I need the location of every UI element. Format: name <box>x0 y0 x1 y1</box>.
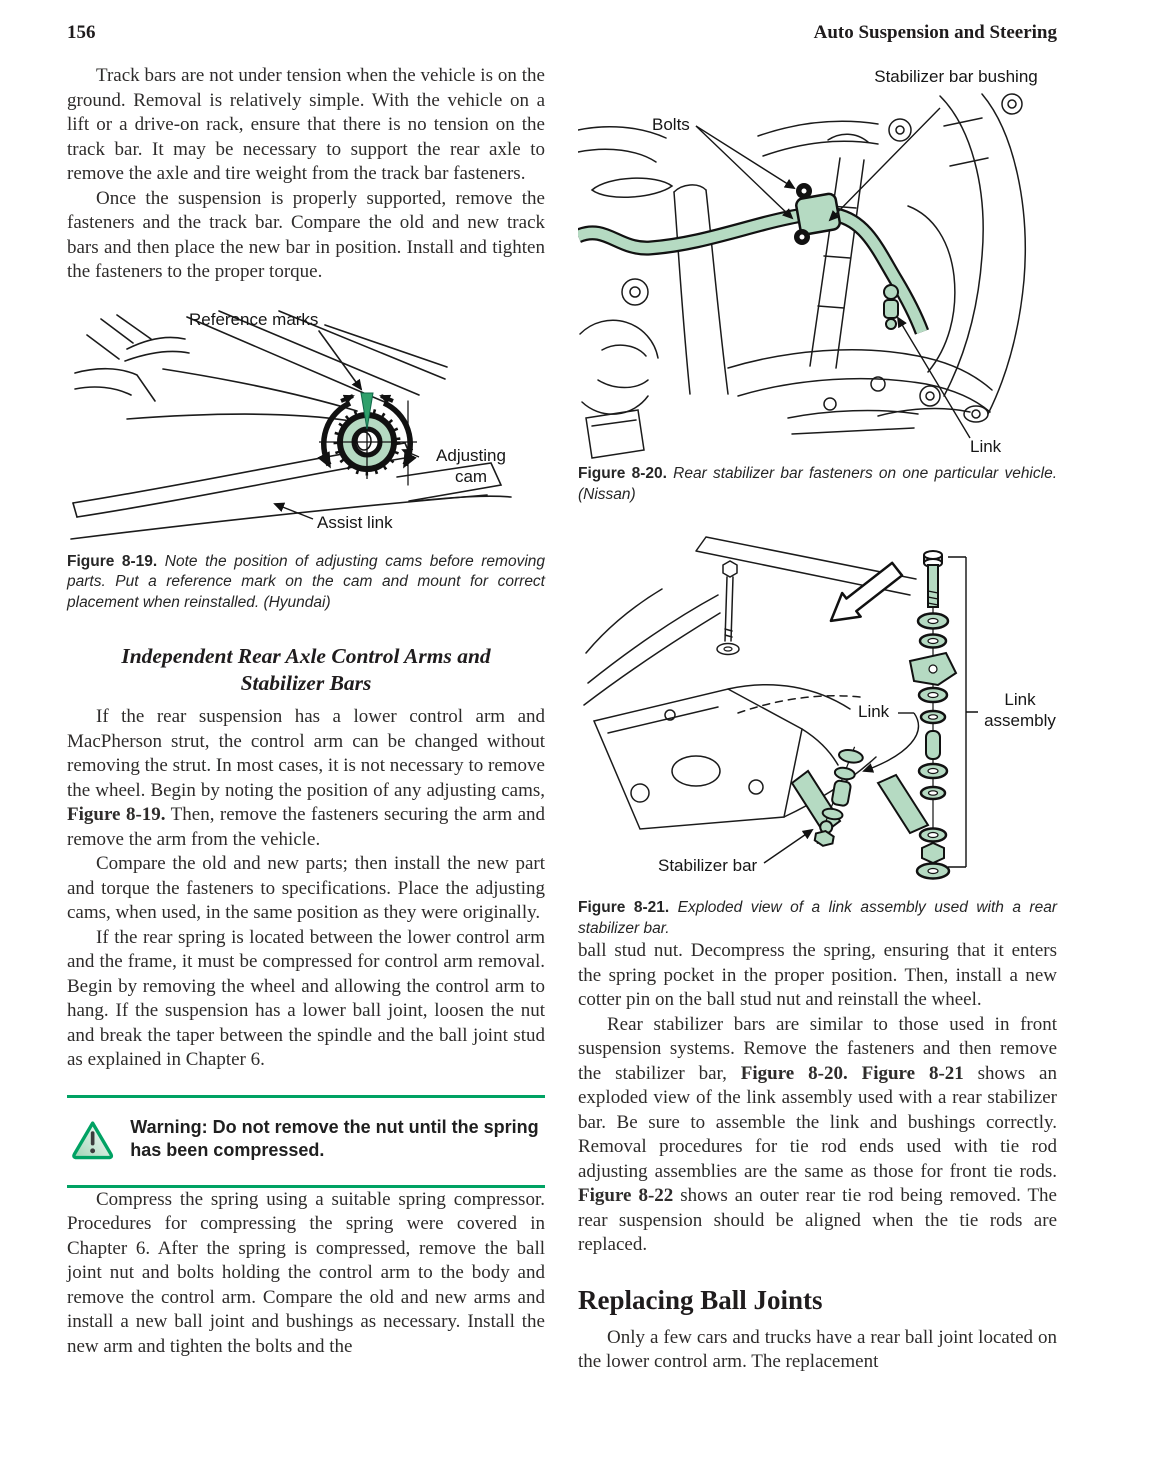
link-assembly-exploded-drawing <box>583 536 978 880</box>
label-bolts: Bolts <box>652 115 690 134</box>
text-segment: If the rear suspension has a lower contr… <box>67 706 545 801</box>
label-assist-link: Assist link <box>317 512 393 532</box>
text-segment: shows an exploded view of the link assem… <box>578 1062 1057 1182</box>
rear-stabilizer-bar-drawing <box>578 93 1026 459</box>
paragraph-track-bars-1: Track bars are not under tension when th… <box>67 65 545 184</box>
figure-8-21-illustration: Link Link assembly Stabilizer bar <box>578 533 1057 893</box>
figure-8-19-caption-number: Figure 8-19. <box>67 552 158 570</box>
figure-8-21-caption-number: Figure 8-21. <box>578 899 670 916</box>
figure-8-19-illustration: Reference marks Adjusting cam Assist lin… <box>67 307 545 547</box>
page-header: 156 Auto Suspension and Steering <box>67 22 1057 44</box>
figure-8-20-caption-text: Rear stabilizer bar fasteners on one par… <box>578 465 1057 503</box>
figure-8-20-8-21-reference: Figure 8-20. Figure 8-21 <box>740 1062 964 1084</box>
section-heading-replacing-ball-joints: Replacing Ball Joints <box>578 1284 823 1315</box>
figure-8-21-caption-text: Exploded view of a link assembly used wi… <box>578 899 1057 937</box>
text-segment: Rear stabilizer bars are similar to thos… <box>578 1013 1057 1084</box>
warning-box: Warning: Do not remove the nut until the… <box>67 1094 545 1188</box>
figure-8-19-caption: Figure 8-19. Note the position of adjust… <box>67 552 545 614</box>
section-heading-independent-rear-axle: Independent Rear Axle Control Arms and S… <box>121 644 491 695</box>
left-column: Track bars are not under tension when th… <box>67 64 545 1375</box>
figure-8-19-reference: Figure 8-19. <box>67 804 166 825</box>
text-segment: Then, remove the fasteners securing the … <box>67 804 545 850</box>
paragraph-track-bars-2: Once the suspension is properly supporte… <box>67 187 545 283</box>
warning-text: Warning: Do not remove the nut until the… <box>130 1116 539 1161</box>
page-number: 156 <box>67 22 96 43</box>
figure-8-21-caption: Figure 8-21. Exploded view of a link ass… <box>578 898 1057 939</box>
label-link-fig21: Link <box>858 702 890 721</box>
paragraph-ball-stud-nut: ball stud nut. Decompress the spring, en… <box>578 940 1057 1010</box>
label-stabilizer-bar: Stabilizer bar <box>658 856 758 875</box>
warning-triangle-icon <box>72 1120 114 1159</box>
paragraph-rear-ball-joint: Only a few cars and trucks have a rear b… <box>578 1326 1057 1373</box>
paragraph-compare-parts: Compare the old and new parts; then inst… <box>67 853 545 923</box>
adjusting-cam-drawing <box>70 309 512 540</box>
label-stabilizer-bar-bushing: Stabilizer bar bushing <box>874 67 1038 86</box>
two-column-layout: Track bars are not under tension when th… <box>67 64 1057 1375</box>
paragraph-compress-spring: Compress the spring using a suitable spr… <box>67 1188 545 1357</box>
right-column: Stabilizer bar bushing Bolts Link Figure… <box>578 64 1057 1375</box>
running-title: Auto Suspension and Steering <box>813 22 1057 43</box>
label-adjusting-cam: Adjusting cam <box>436 445 506 486</box>
figure-8-19-caption-text: Note the position of adjusting cams befo… <box>67 552 546 611</box>
figure-8-22-reference: Figure 8-22 <box>578 1185 674 1206</box>
label-link-assembly: Link assembly <box>984 690 1056 730</box>
paragraph-rear-suspension: If the rear suspension has a lower contr… <box>67 705 545 852</box>
paragraph-rear-spring: If the rear spring is located between th… <box>67 926 545 1071</box>
label-link-fig20: Link <box>970 437 1002 456</box>
paragraph-rear-stabilizer-bars: Rear stabilizer bars are similar to thos… <box>578 1013 1057 1258</box>
text-segment: shows an outer rear tie rod being remove… <box>578 1185 1057 1255</box>
figure-8-20-caption: Figure 8-20. Rear stabilizer bar fastene… <box>578 464 1057 505</box>
figure-8-20-caption-number: Figure 8-20. <box>578 465 667 482</box>
label-reference-marks: Reference marks <box>189 309 319 329</box>
figure-8-20-illustration: Stabilizer bar bushing Bolts Link <box>578 64 1057 459</box>
